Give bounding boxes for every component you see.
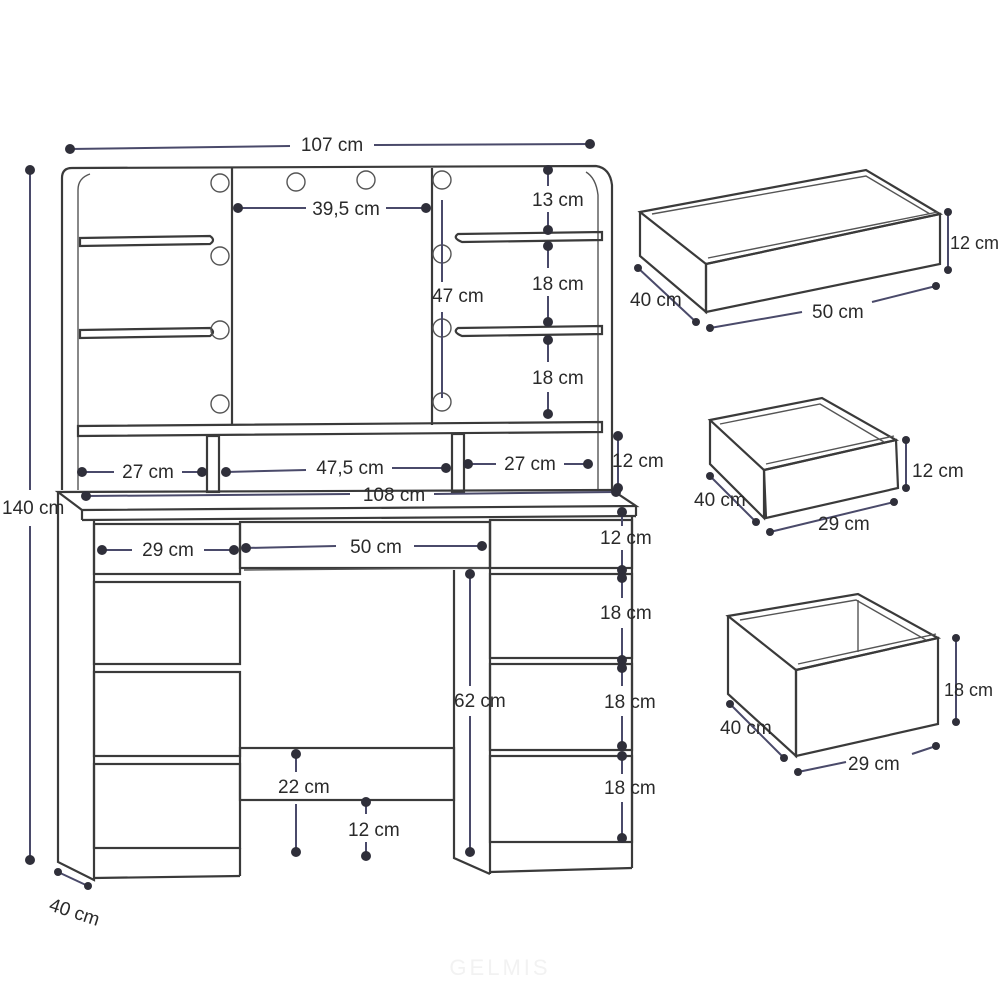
dim-side-right: 27 cm <box>504 454 556 475</box>
right-drawer-3 <box>488 662 634 752</box>
drawer-large: 12 cm 40 cm 50 cm <box>630 168 999 332</box>
dim-total-height: 140 cm <box>2 498 64 519</box>
drawer-small-width: 29 cm <box>818 514 870 535</box>
dim-drawer-4-height: 18 cm <box>604 778 656 799</box>
modesty-panel <box>238 746 456 802</box>
upright-left <box>205 434 221 494</box>
drawer-deep-depth: 40 cm <box>720 718 772 739</box>
dim-side-left: 27 cm <box>122 462 174 483</box>
drawer-deep-width: 29 cm <box>848 754 900 775</box>
dim-small-drawer-width: 29 cm <box>142 540 194 561</box>
right-plinth <box>489 866 633 874</box>
right-drawer-2 <box>488 572 634 660</box>
left-plinth <box>93 874 241 880</box>
dim-shelf-gap-mid: 18 cm <box>532 274 584 295</box>
drawer-small-inner <box>719 403 885 443</box>
bulb-icon <box>432 170 452 190</box>
dim-mirror-width: 39,5 cm <box>312 199 380 220</box>
hutch-inner-right <box>585 171 599 490</box>
bulb-icon <box>286 172 306 192</box>
drawer-large-width: 50 cm <box>812 302 864 323</box>
drawer-deep-inner <box>739 599 927 641</box>
desk-top-front <box>81 514 637 522</box>
drawer-large-lip <box>707 211 939 259</box>
drawer-large-depth: 40 cm <box>630 290 682 311</box>
hutch-frame <box>60 164 614 490</box>
left-pedestal-side <box>56 492 96 882</box>
bulb-icon <box>210 394 230 414</box>
drawer-deep: 18 cm 40 cm 29 cm <box>720 592 993 776</box>
drawer-large-height: 12 cm <box>950 233 999 253</box>
drawer-large-front <box>704 212 942 314</box>
drawer-small-lip <box>765 435 895 465</box>
main-dimensions: 107 cm 140 cm 40 cm 39,5 cm 13 cm 18 cm … <box>2 135 664 931</box>
drawer-large-top <box>637 168 943 266</box>
dim-drawer-2-height: 18 cm <box>600 603 652 624</box>
left-shelf-2 <box>78 326 215 340</box>
drawer-deep-front <box>794 636 940 758</box>
center-drawer-underside <box>243 567 489 571</box>
left-drawer-3 <box>92 670 242 758</box>
lower-shelf <box>76 420 604 438</box>
drawer-small-top <box>707 396 900 472</box>
dim-shelf-gap-top: 13 cm <box>532 190 584 211</box>
bulb-icon <box>210 173 230 193</box>
right-pedestal-side <box>452 570 491 876</box>
left-drawer-2 <box>92 580 242 666</box>
dim-center-width: 47,5 cm <box>316 458 384 479</box>
right-drawer-4 <box>488 754 634 844</box>
bulb-icon <box>210 246 230 266</box>
right-drawer-1 <box>488 518 634 570</box>
dim-center-drawer-width: 50 cm <box>350 537 402 558</box>
dim-floor-gap: 12 cm <box>348 820 400 841</box>
dim-drawer-top-height: 12 cm <box>600 528 652 549</box>
left-drawer-4 <box>92 762 242 850</box>
bulb-icon <box>210 320 230 340</box>
dim-drawer-3-height: 18 cm <box>604 692 656 713</box>
dim-desk-width: 108 cm <box>363 485 425 506</box>
right-shelf-1 <box>454 230 604 244</box>
dim-total-width: 107 cm <box>301 135 363 156</box>
dim-shelf-gap-bottom: 18 cm <box>532 368 584 389</box>
drawer-deep-height: 18 cm <box>944 680 993 700</box>
hutch-inner-left <box>77 173 91 490</box>
dim-shelf-height: 12 cm <box>612 451 664 472</box>
upright-right <box>450 432 466 494</box>
dim-mirror-height: 47 cm <box>432 286 484 307</box>
dim-knee-height: 62 cm <box>454 691 506 712</box>
right-shelf-2 <box>454 324 604 338</box>
drawer-small-height: 12 cm <box>912 461 964 482</box>
left-shelf-1 <box>78 234 215 248</box>
dim-depth: 40 cm <box>46 895 102 931</box>
bulb-icon <box>356 170 376 190</box>
dim-panel-height: 22 cm <box>278 777 330 798</box>
drawer-small-depth: 40 cm <box>694 490 746 511</box>
drawer-small-front <box>762 438 900 520</box>
drawer-large-inner <box>651 175 931 215</box>
drawer-deep-lip <box>797 633 937 665</box>
drawer-small: 12 cm 40 cm 29 cm <box>694 396 964 536</box>
drawer-deep-top <box>725 592 942 672</box>
watermark: GELMIS <box>449 955 550 980</box>
